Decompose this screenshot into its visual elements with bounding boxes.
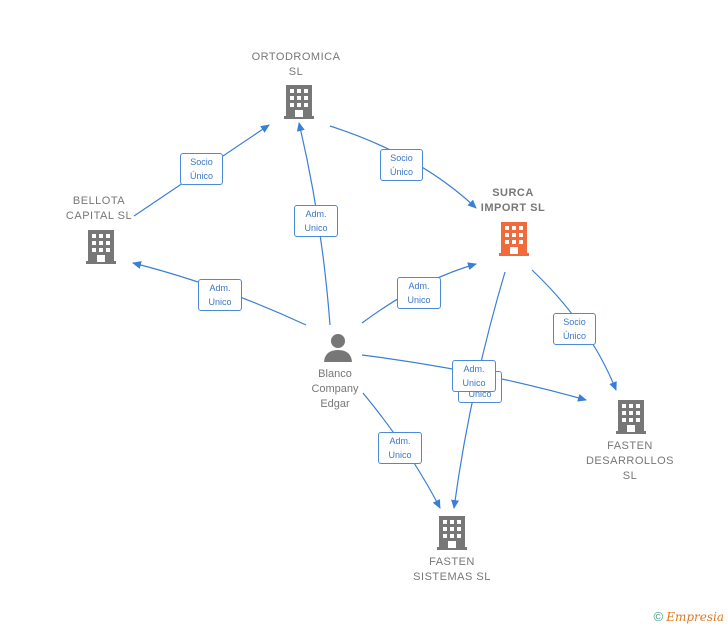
edge-label-ortodromica-surca: Socio Único: [380, 149, 423, 181]
node-label-ortodromica[interactable]: ORTODROMICA SL: [251, 51, 341, 78]
node-label-surca[interactable]: SURCA IMPORT SL: [480, 187, 546, 214]
edge-label-blanco-bellota: Adm. Unico: [198, 279, 242, 311]
fasten-sistemas-building-icon[interactable]: [437, 516, 467, 550]
edge-label-blanco-surca: Adm. Unico: [397, 277, 441, 309]
fasten-desarrollos-building-icon[interactable]: [616, 400, 646, 434]
edge-label-bellota-ortodromica: Socio Único: [180, 153, 223, 185]
node-label-bellota[interactable]: BELLOTA CAPITAL SL: [65, 195, 133, 222]
edge-label-blanco-fasten-sistemas: Adm. Unico: [378, 432, 422, 464]
edge-label-blanco-ortodromica: Adm. Unico: [294, 205, 338, 237]
node-label-fasten-sistemas[interactable]: FASTEN SISTEMAS SL: [413, 556, 491, 583]
surca-building-icon[interactable]: [499, 222, 529, 256]
bellota-building-icon[interactable]: [86, 230, 116, 264]
person-icon[interactable]: [323, 332, 353, 362]
copyright-symbol: ©: [653, 609, 664, 624]
edge-label-surca-fasten-sistemas: Adm. Unico: [452, 360, 496, 392]
brand-logo: Empresia: [666, 610, 724, 624]
node-label-blanco[interactable]: Blanco Company Edgar: [311, 368, 359, 410]
ortodromica-building-icon[interactable]: [284, 85, 314, 119]
edge-label-surca-fasten-desarrollos: Socio Único: [553, 313, 596, 345]
footer-brand[interactable]: © Empresia: [654, 609, 724, 624]
node-label-fasten-desarrollos[interactable]: FASTEN DESARROLLOS SL: [585, 440, 675, 482]
